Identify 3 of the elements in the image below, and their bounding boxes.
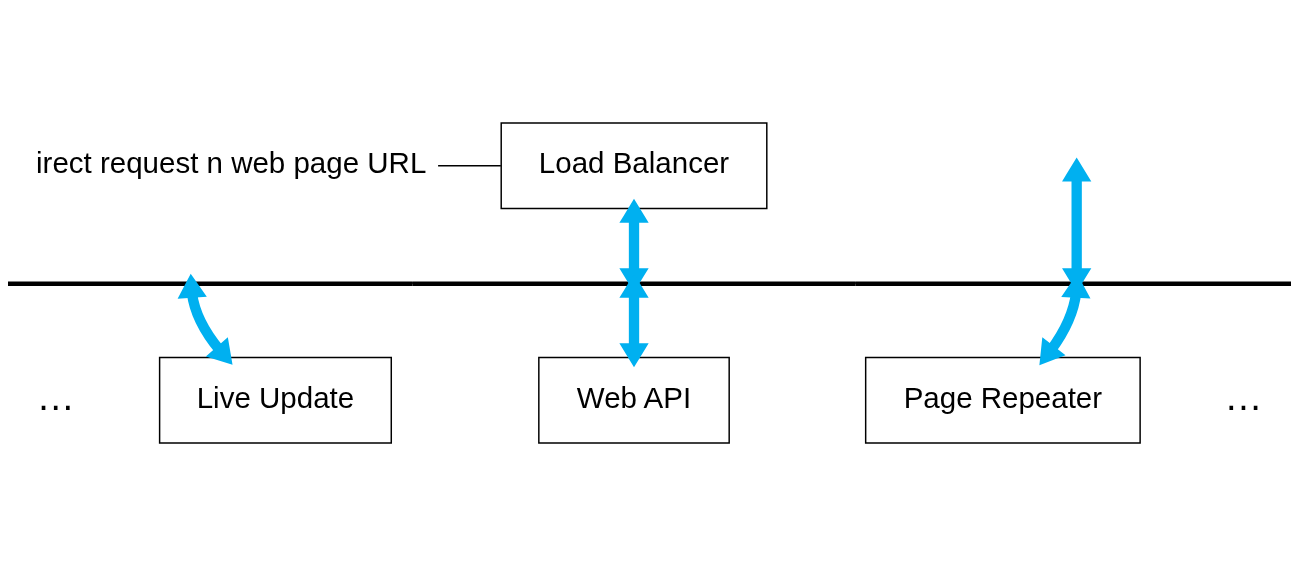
- node-text: irect request n web page URL: [36, 145, 427, 179]
- label: …: [36, 374, 75, 418]
- label: …: [1224, 374, 1263, 418]
